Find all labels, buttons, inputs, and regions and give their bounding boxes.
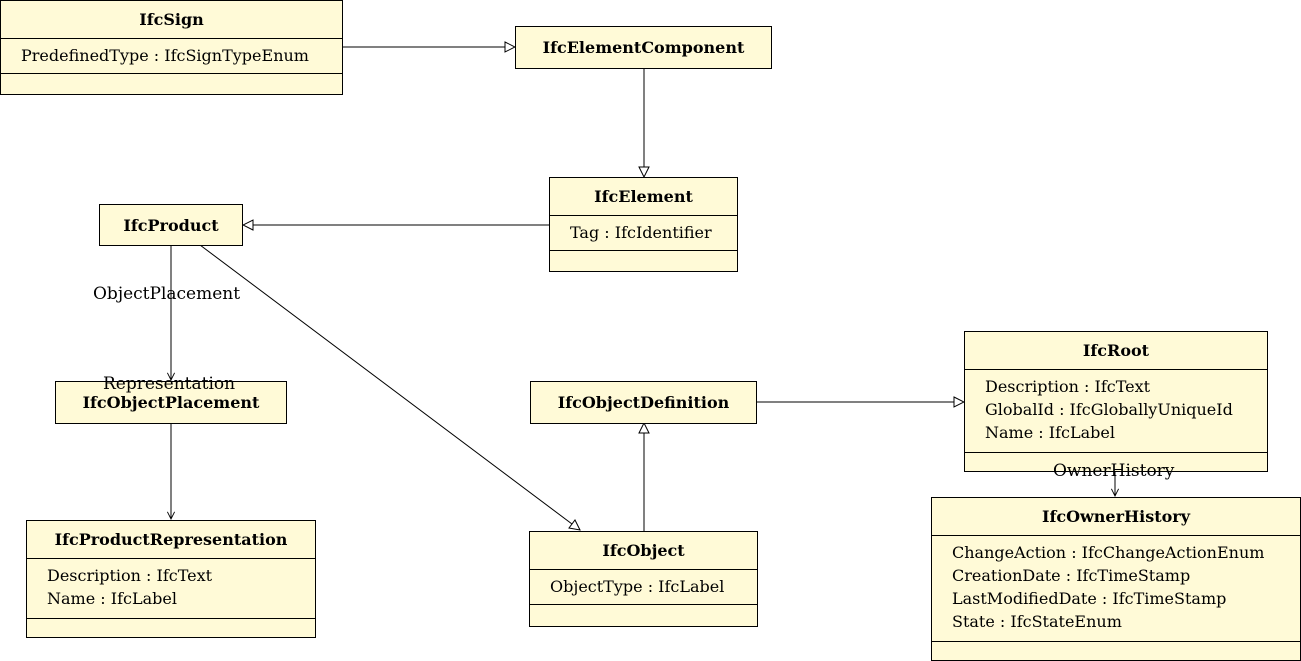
attribute: State : IfcStateEnum <box>952 612 1122 631</box>
attribute: Description : IfcText <box>985 377 1151 396</box>
attribute: ObjectType : IfcLabel <box>550 577 725 596</box>
class-ifcobjectplacement: IfcObjectPlacement <box>55 381 287 424</box>
attribute: Name : IfcLabel <box>47 589 177 608</box>
attribute: PredefinedType : IfcSignTypeEnum <box>21 46 309 65</box>
attribute: Name : IfcLabel <box>985 423 1115 442</box>
class-title: IfcElementComponent <box>542 38 745 57</box>
class-ifcownerhistory: IfcOwnerHistory ChangeAction : IfcChange… <box>931 497 1301 661</box>
class-title: IfcObjectDefinition <box>557 393 730 412</box>
class-ifcproductrepresentation: IfcProductRepresentation Description : I… <box>26 520 316 638</box>
gen-ifcproduct-ifcobject <box>199 244 580 530</box>
class-ifcproduct: IfcProduct <box>99 204 243 246</box>
attribute: Description : IfcText <box>47 566 213 585</box>
class-attributes: Description : IfcText GlobalId : IfcGlob… <box>965 370 1267 453</box>
class-ifcelementcomponent: IfcElementComponent <box>515 26 772 69</box>
class-ifcobjectdefinition: IfcObjectDefinition <box>530 381 757 424</box>
class-ifcobject: IfcObject ObjectType : IfcLabel <box>529 531 758 627</box>
attribute: ChangeAction : IfcChangeActionEnum <box>952 543 1265 562</box>
class-attributes: ObjectType : IfcLabel <box>530 570 757 605</box>
attribute: Tag : IfcIdentifier <box>570 223 712 242</box>
class-title: IfcRoot <box>965 332 1267 370</box>
class-ifcsign: IfcSign PredefinedType : IfcSignTypeEnum <box>0 0 343 95</box>
class-attributes: ChangeAction : IfcChangeActionEnum Creat… <box>932 536 1300 642</box>
attribute: CreationDate : IfcTimeStamp <box>952 566 1191 585</box>
class-title: IfcObject <box>530 532 757 570</box>
class-ifcroot: IfcRoot Description : IfcText GlobalId :… <box>964 331 1268 472</box>
attribute: LastModifiedDate : IfcTimeStamp <box>952 589 1227 608</box>
class-attributes: PredefinedType : IfcSignTypeEnum <box>1 39 342 74</box>
label-object-placement: ObjectPlacement <box>93 284 241 304</box>
class-ifcelement: IfcElement Tag : IfcIdentifier <box>549 177 738 272</box>
class-title: IfcElement <box>550 178 737 216</box>
label-representation: Representation <box>103 374 236 394</box>
class-title: IfcProductRepresentation <box>27 521 315 559</box>
class-title: IfcProduct <box>123 215 219 235</box>
class-title: IfcSign <box>1 1 342 39</box>
class-title: IfcObjectPlacement <box>82 393 260 412</box>
class-title: IfcOwnerHistory <box>932 498 1300 536</box>
class-attributes: Description : IfcText Name : IfcLabel <box>27 559 315 619</box>
class-attributes: Tag : IfcIdentifier <box>550 216 737 251</box>
label-owner-history: OwnerHistory <box>1053 461 1175 481</box>
attribute: GlobalId : IfcGloballyUniqueId <box>985 400 1233 419</box>
